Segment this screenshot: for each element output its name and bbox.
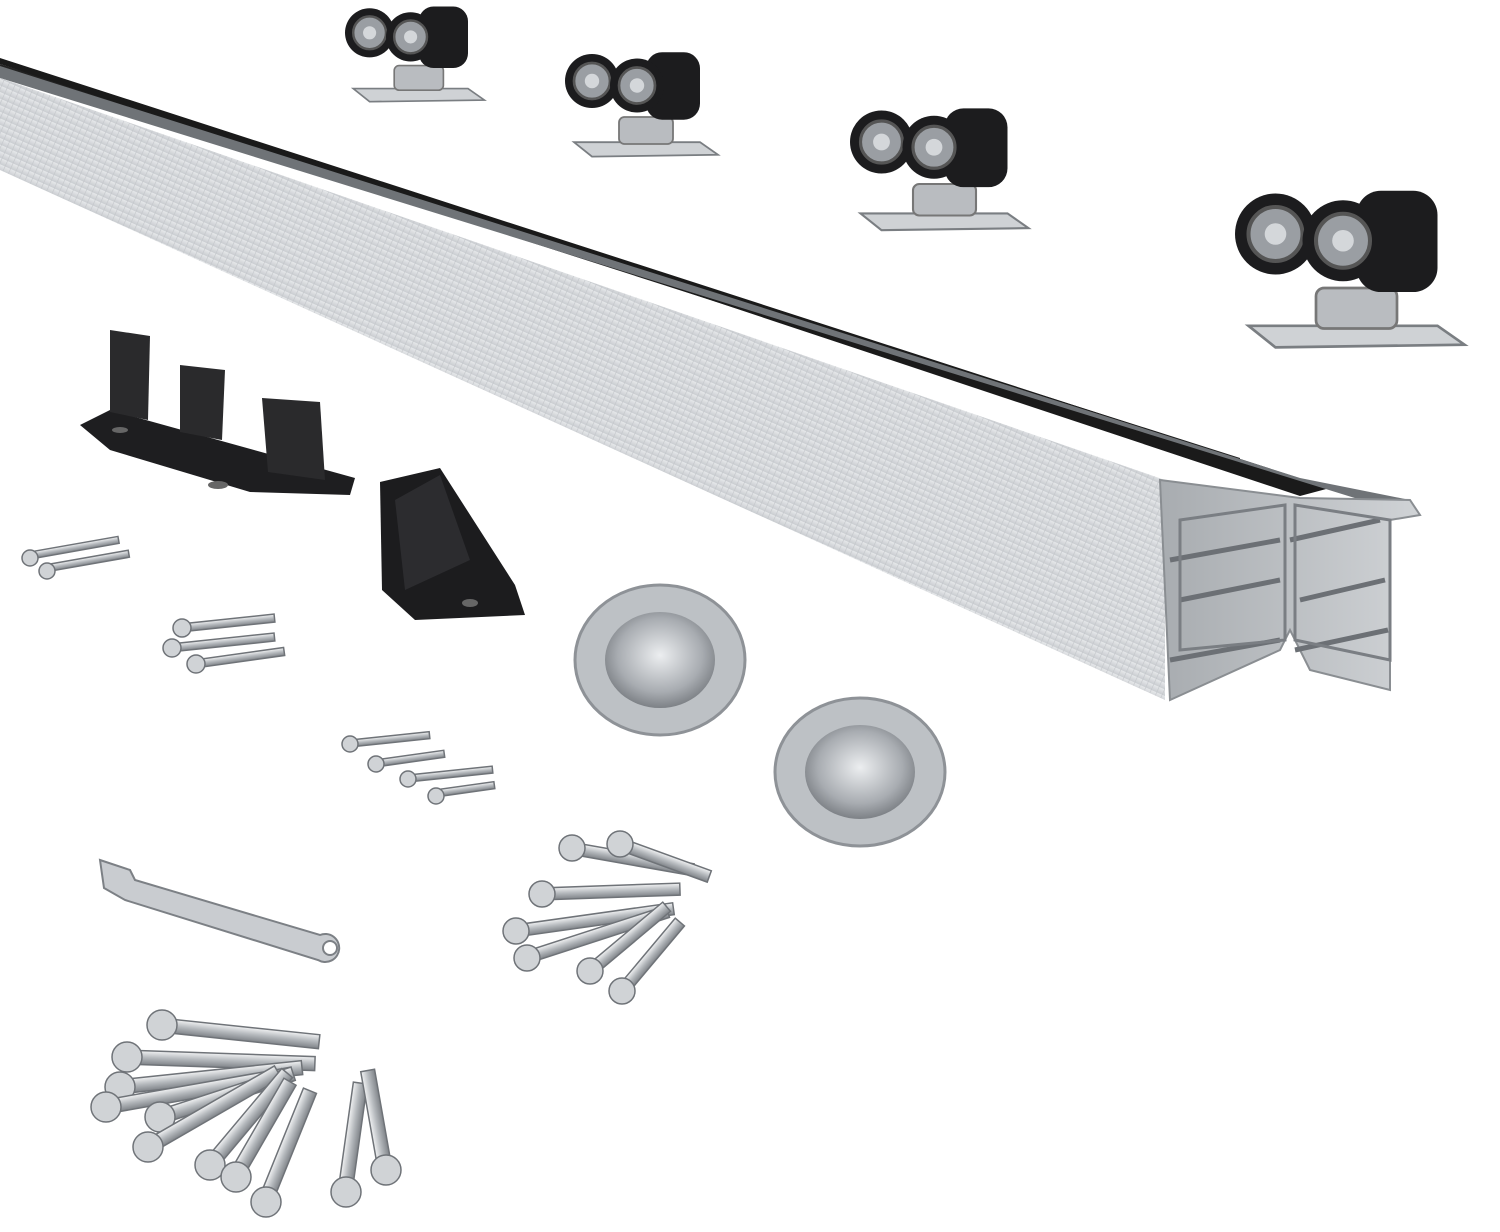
screw-set-large [502, 830, 713, 1005]
roller-carriage [345, 6, 487, 103]
screw-set-large [90, 1009, 402, 1218]
screw-set-medium [341, 730, 496, 805]
roller-carriage [565, 52, 721, 158]
screw-set-medium [162, 613, 286, 674]
flush-pull-handle [573, 583, 747, 737]
spanner-wrench [98, 858, 341, 963]
screw-set-small [21, 535, 131, 580]
roller-carriage [850, 108, 1032, 232]
floor-guide [80, 330, 355, 495]
flush-pull-handle [773, 696, 947, 848]
track-rail [0, 58, 1422, 702]
corner-bracket [380, 468, 525, 620]
roller-carriage [1235, 190, 1469, 349]
